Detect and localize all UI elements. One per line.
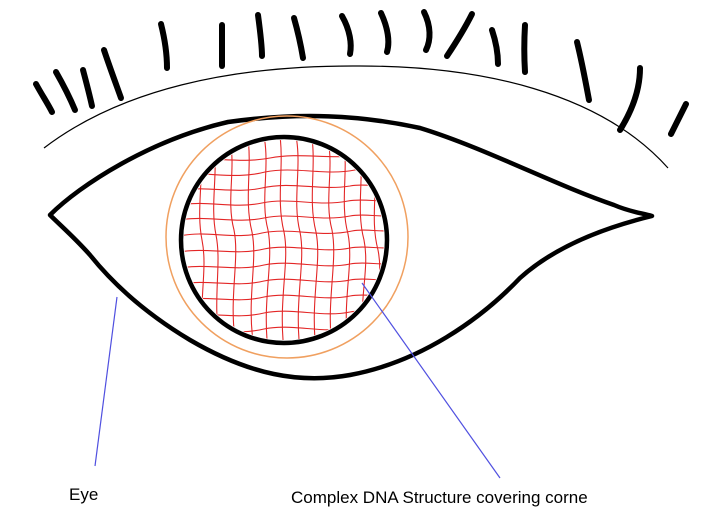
- cornea-circle: [181, 137, 387, 343]
- eye-leader-line: [95, 297, 117, 466]
- dna-structure-label: Complex DNA Structure covering corne: [291, 489, 588, 506]
- iris-outer-ring: [166, 116, 408, 358]
- eye-label: Eye: [69, 486, 98, 503]
- eyelashes-icon: [36, 12, 686, 134]
